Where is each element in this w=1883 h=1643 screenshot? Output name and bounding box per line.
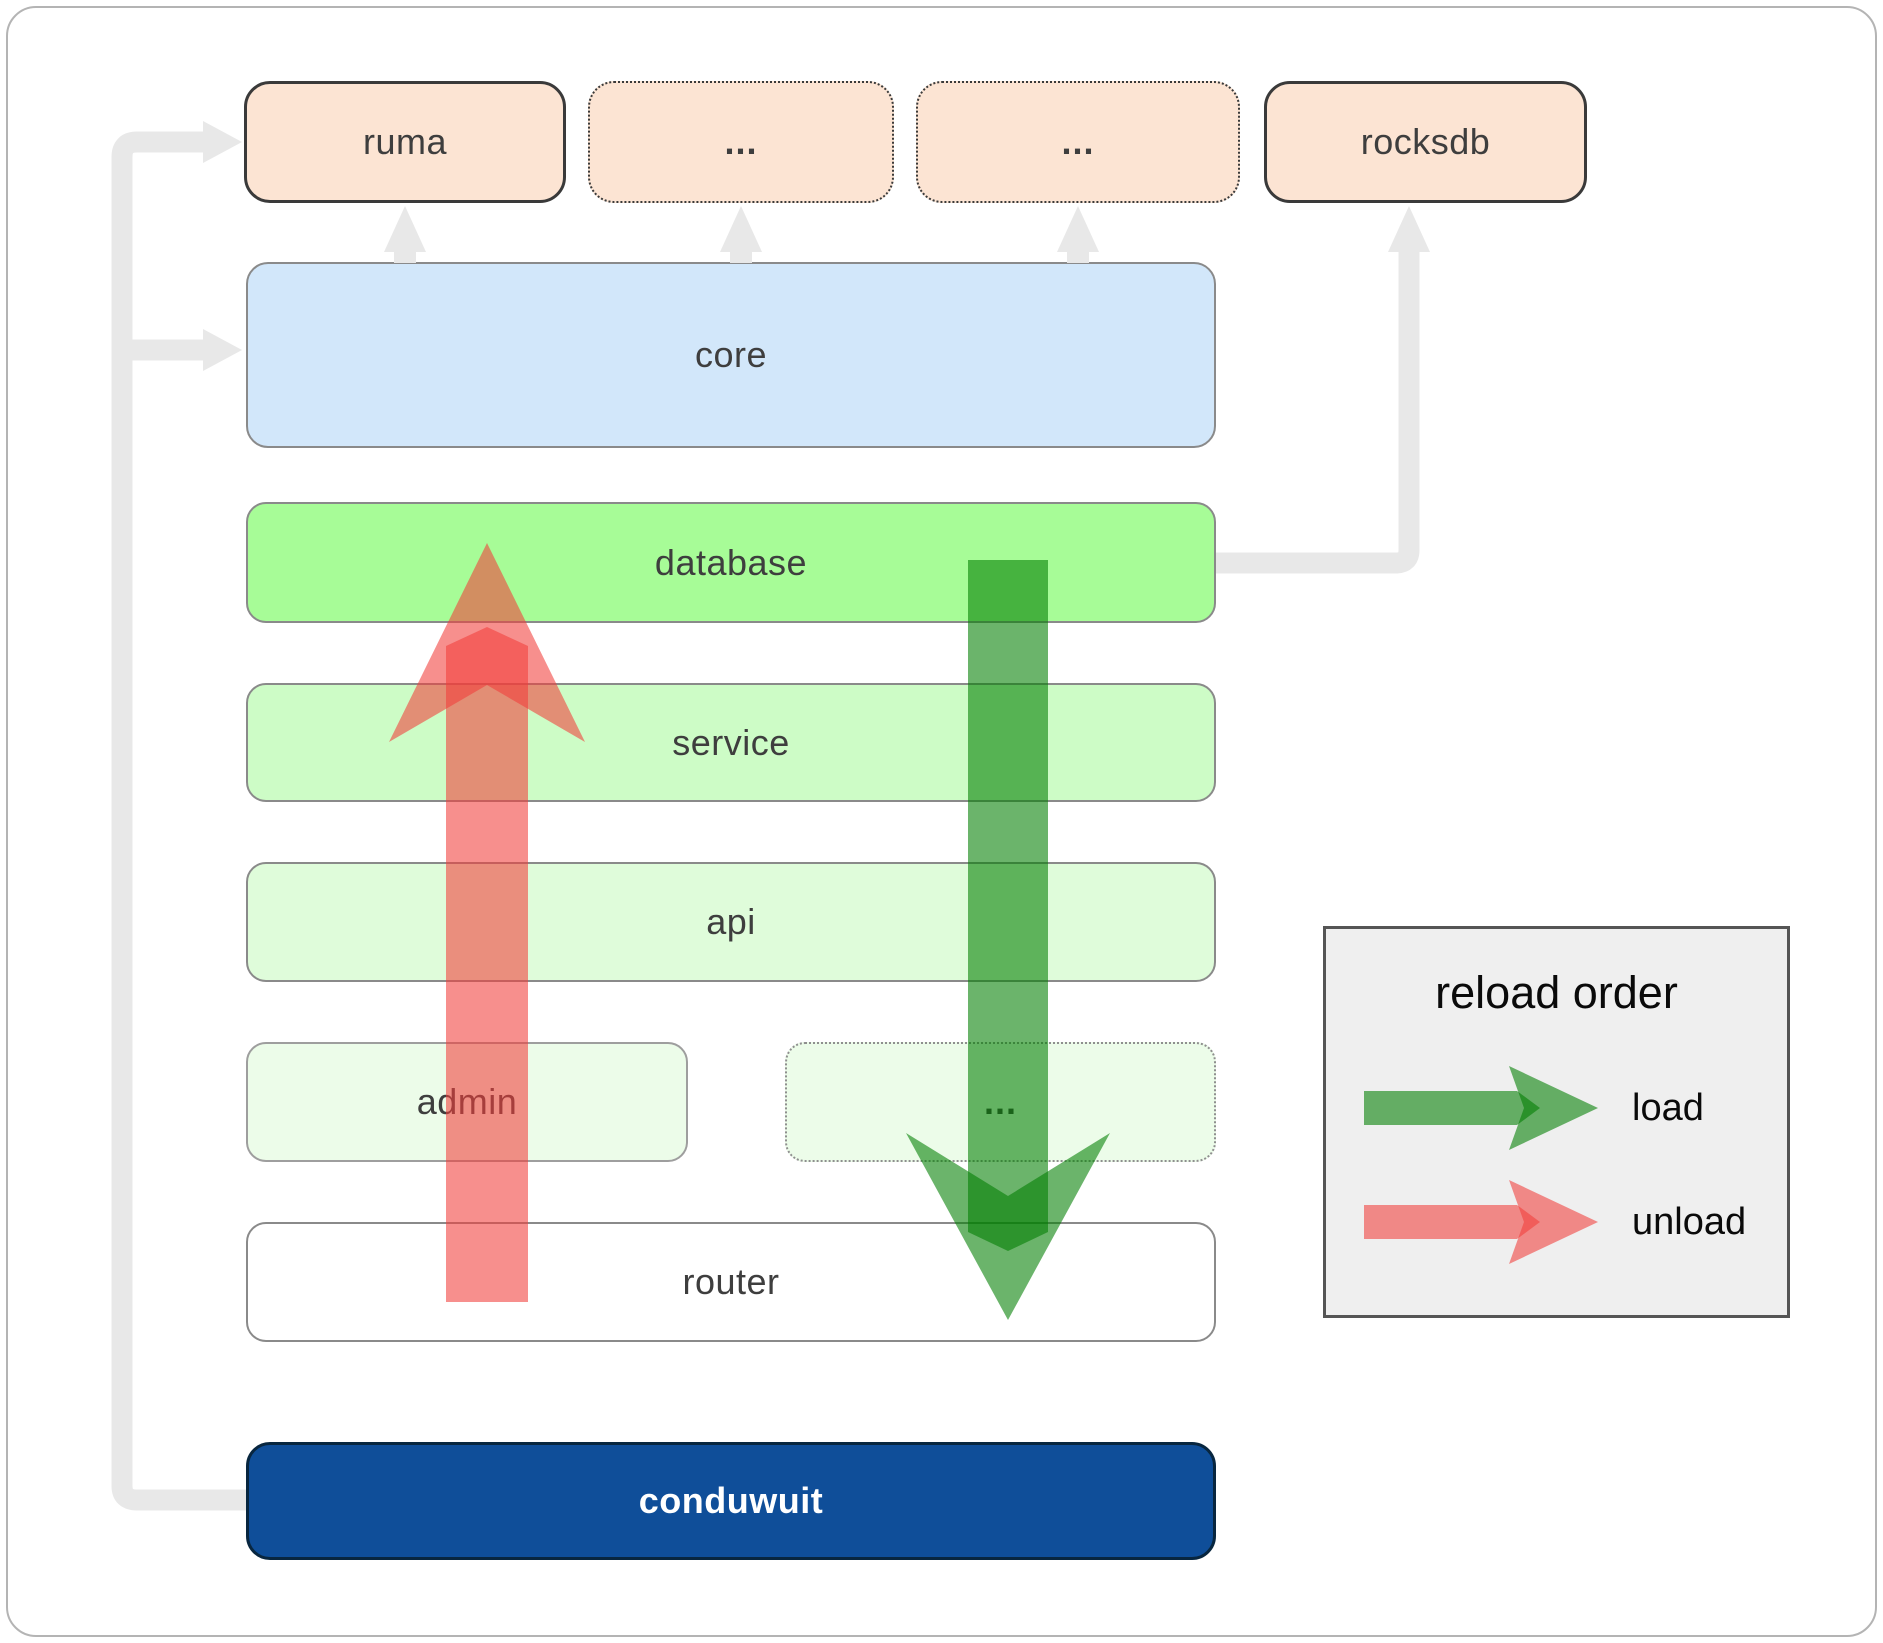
ruma-arrowhead-icon xyxy=(203,121,242,163)
module-placeholder-box: ... xyxy=(785,1042,1216,1162)
conduwuit-to-ruma-connector xyxy=(111,131,246,1511)
crate-placeholder-label: ... xyxy=(724,121,758,162)
rocksdb-arrowhead-icon xyxy=(1388,206,1430,252)
load-arrow-icon xyxy=(1364,1066,1598,1150)
core-to-ruma-arrow xyxy=(384,206,426,263)
crate-placeholder-box-1: ... xyxy=(588,81,894,203)
core-to-placeholder1-arrow xyxy=(720,206,762,263)
conduwuit-box: conduwuit xyxy=(246,1442,1216,1560)
core-label: core xyxy=(694,334,768,375)
router-label: router xyxy=(682,1261,780,1302)
admin-label: admin xyxy=(416,1081,518,1122)
core-to-placeholder2-arrow xyxy=(1057,206,1099,263)
ruma-label: ruma xyxy=(362,121,448,162)
legend-title: reload order xyxy=(1435,967,1678,1018)
core-box: core xyxy=(246,262,1216,448)
database-label: database xyxy=(654,541,808,583)
module-placeholder-label: ... xyxy=(983,1081,1017,1122)
unload-arrow-icon xyxy=(1364,1180,1598,1264)
legend-unload-label: unload xyxy=(1632,1200,1747,1243)
admin-box: admin xyxy=(246,1042,688,1162)
legend-panel: reload order load unload xyxy=(1323,926,1790,1318)
rocksdb-box: rocksdb xyxy=(1264,81,1587,203)
database-box: database xyxy=(246,502,1216,623)
service-box: service xyxy=(246,683,1216,802)
database-to-rocksdb-connector xyxy=(1216,250,1420,574)
diagram-border xyxy=(6,6,1877,1637)
rocksdb-label: rocksdb xyxy=(1360,121,1491,162)
api-box: api xyxy=(246,862,1216,982)
crate-placeholder-label: ... xyxy=(1061,121,1095,162)
legend-load-label: load xyxy=(1632,1086,1704,1129)
service-label: service xyxy=(672,721,790,763)
core-arrowhead-icon xyxy=(203,329,242,371)
legend-item-load: load xyxy=(1364,1062,1792,1154)
router-box: router xyxy=(246,1222,1216,1342)
legend-item-unload: unload xyxy=(1364,1176,1792,1268)
api-label: api xyxy=(706,901,756,942)
crate-placeholder-box-2: ... xyxy=(916,81,1240,203)
ruma-box: ruma xyxy=(244,81,566,203)
conduwuit-label: conduwuit xyxy=(638,1480,824,1521)
